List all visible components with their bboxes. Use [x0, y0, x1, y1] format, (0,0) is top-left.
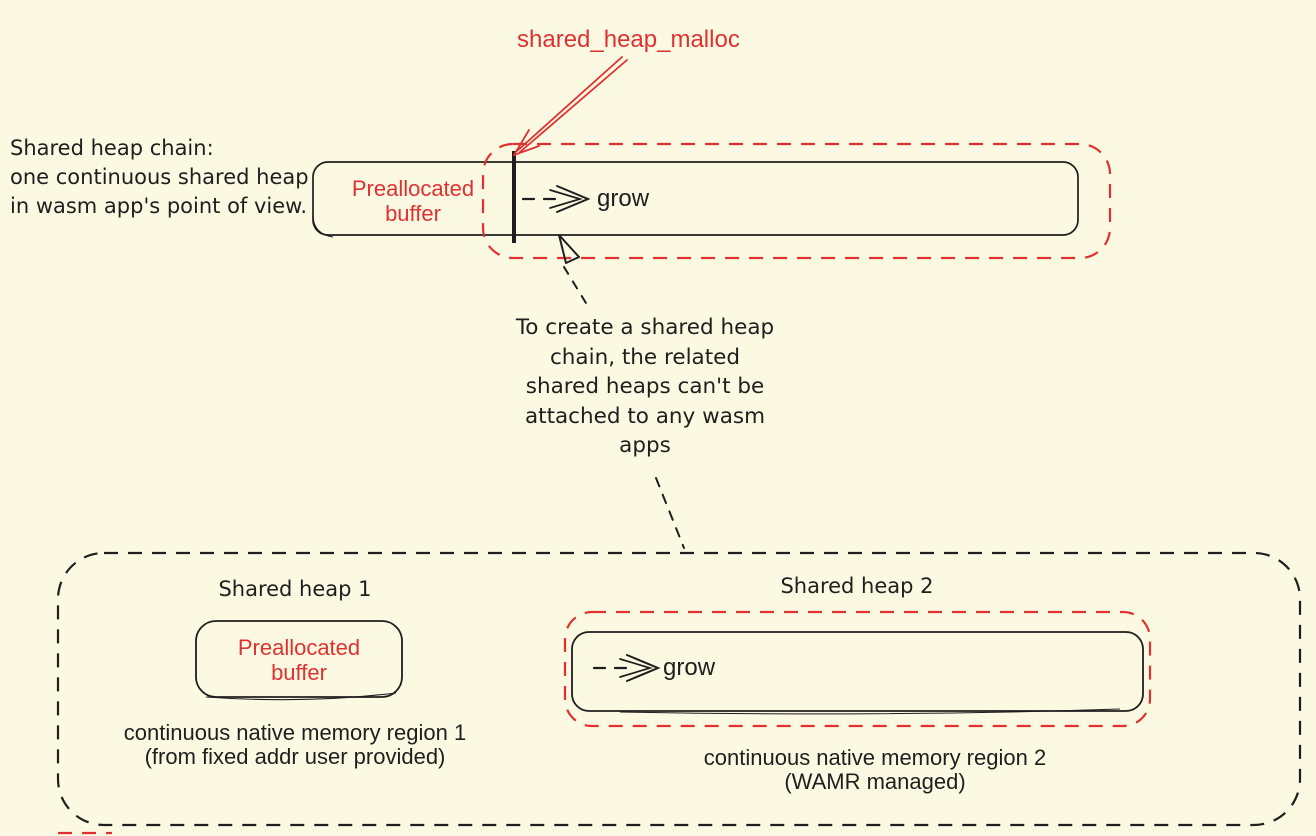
heap1-prealloc-box-sketch-stroke [205, 692, 397, 701]
chain-dashed-outline [481, 142, 1112, 260]
heap2-dashed-outline [563, 610, 1152, 728]
heap1-prealloc-box [195, 620, 403, 698]
grow-label-heap2: grow [663, 654, 716, 681]
malloc-function-label: shared_heap_malloc [517, 26, 740, 53]
prealloc-buffer-label-heap1: Preallocated buffer [237, 635, 361, 685]
chain-description: Shared heap chain: one continuous shared… [10, 136, 309, 218]
heap2-box [571, 631, 1144, 712]
heap2-box-sketch-stroke [619, 708, 1121, 715]
malloc-arrow [513, 56, 628, 156]
grow-arrow-top [521, 185, 591, 213]
note-connector-lower [655, 477, 685, 549]
heap1-title: Shared heap 1 [218, 577, 372, 601]
grow-arrow-heap2 [592, 654, 661, 682]
grow-label-top: grow [597, 185, 650, 212]
heap1-caption: continuous native memory region 1 (from … [123, 720, 467, 769]
note-connector-upper [563, 266, 590, 309]
heap2-caption: continuous native memory region 2 (WAMR … [703, 745, 1047, 794]
heap2-title: Shared heap 2 [780, 574, 934, 598]
prealloc-buffer-label-top: Preallocated buffer [351, 176, 475, 226]
chain-creation-note: To create a shared heap chain, the relat… [515, 315, 775, 458]
continuous-heap-box [312, 161, 1079, 236]
heap-group-dashed-container [56, 551, 1302, 827]
pointer-arrowhead [558, 234, 580, 264]
continuous-heap-box-sketch-stroke [312, 214, 334, 238]
